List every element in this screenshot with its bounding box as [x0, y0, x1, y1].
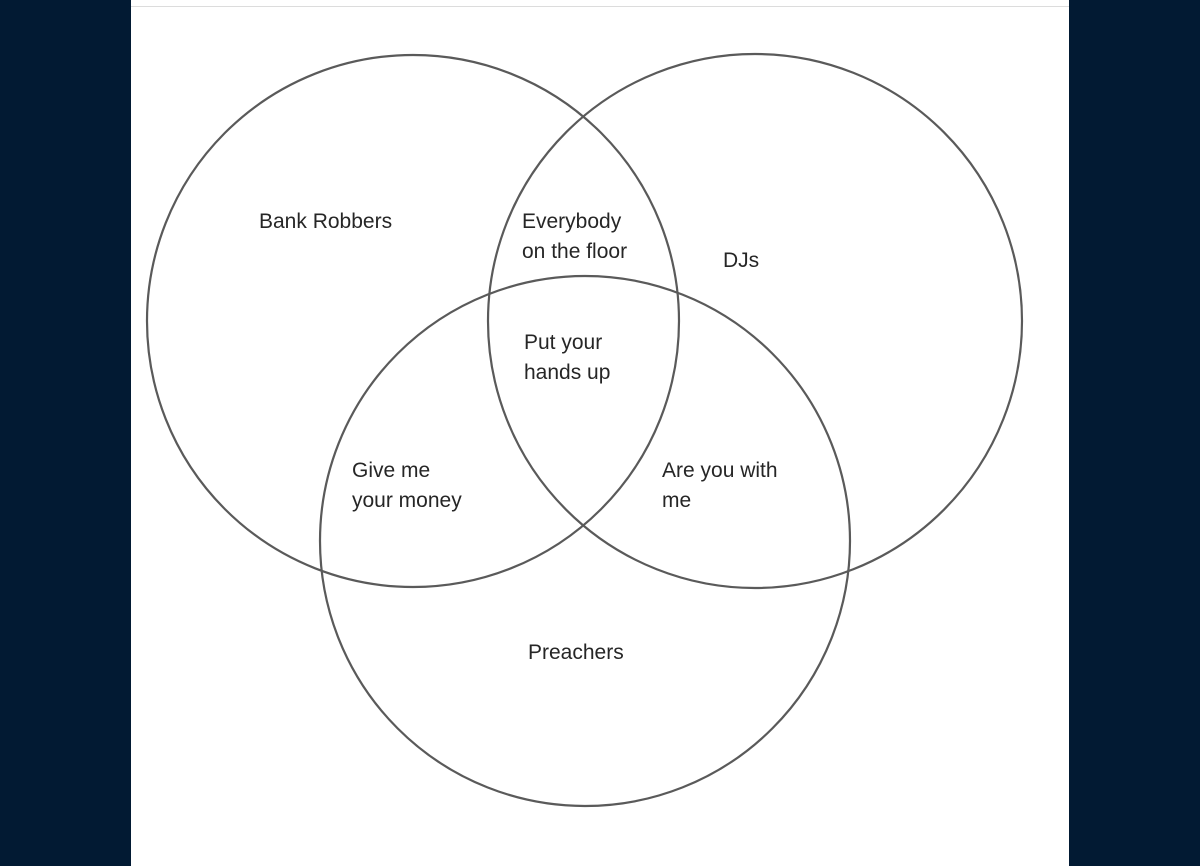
image-panel: Bank Robbers DJs Preachers Everybody on … [131, 0, 1069, 866]
label-preachers: Preachers [528, 641, 624, 664]
circle-preachers [318, 274, 852, 808]
circle-bank-robbers [145, 53, 681, 589]
panel-top-rule [131, 6, 1069, 7]
venn-diagram [145, 52, 1024, 808]
circle-djs [486, 52, 1024, 590]
label-djs: DJs [723, 249, 760, 272]
label-robbers-djs: Everybody on the floor [522, 210, 628, 263]
label-robbers-preachers: Give me your money [352, 459, 462, 512]
label-djs-preachers: Are you with me [662, 459, 778, 512]
label-all-three: Put your hands up [524, 331, 611, 384]
label-bank-robbers: Bank Robbers [259, 210, 393, 233]
